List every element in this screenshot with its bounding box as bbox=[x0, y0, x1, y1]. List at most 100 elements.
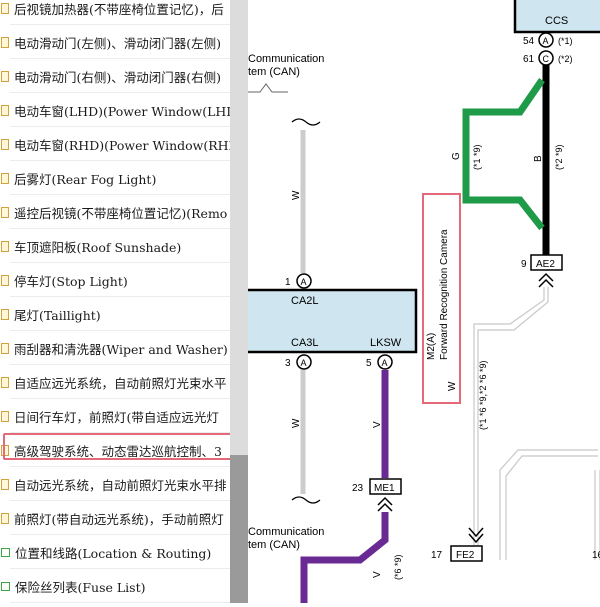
tree-item[interactable]: 遥控后视镜(不带座椅位置记忆)(Remo bbox=[0, 195, 230, 229]
tree-item-label: 车顶遮阳板(Roof Sunshade) bbox=[14, 239, 182, 255]
lksw-label: LKSW bbox=[370, 337, 402, 349]
tree-item-label: 电动车窗(LHD)(Power Window(LHD)) bbox=[14, 103, 230, 119]
ae2-label: AE2 bbox=[536, 259, 555, 270]
folder-icon bbox=[1, 547, 10, 557]
note-6-9-label: (*6 *9) bbox=[393, 554, 403, 580]
faint-wire-routing bbox=[473, 287, 549, 545]
document-icon bbox=[1, 342, 9, 354]
me1-arrow bbox=[377, 496, 393, 512]
tree-item[interactable]: 尾灯(Taillight) bbox=[0, 297, 230, 331]
row-divider bbox=[10, 92, 230, 93]
can-label-top-2: tem (CAN) bbox=[248, 66, 300, 78]
document-icon bbox=[1, 274, 9, 286]
row-divider bbox=[10, 126, 230, 127]
tree-item-label: 自动远光系统，自动前照灯光束水平排 bbox=[14, 477, 227, 493]
tree-item-label: 保险丝列表(Fuse List) bbox=[15, 579, 146, 595]
pin-5-circle bbox=[377, 354, 393, 370]
document-icon bbox=[1, 410, 9, 422]
vertical-scrollbar-track[interactable] bbox=[230, 0, 248, 603]
camera-connector-code: M2(A) bbox=[426, 333, 437, 360]
pin-1-letter: A bbox=[301, 277, 307, 287]
document-icon bbox=[1, 478, 9, 490]
document-icon bbox=[1, 206, 9, 218]
row-divider bbox=[10, 160, 230, 161]
camera-name: Forward Recognition Camera bbox=[439, 229, 450, 360]
tree-item-label: 前照灯(带自动远光系统)，手动前照灯 bbox=[14, 511, 224, 527]
tree-item[interactable]: 日间行车灯，前照灯(带自适应远光灯 bbox=[0, 399, 230, 433]
wiring-diagram-canvas: CCS 54 A (*1) 61 C (*2) B (*2 *9) G (*1 … bbox=[242, 0, 600, 603]
tree-item[interactable]: 保险丝列表(Fuse List) bbox=[0, 569, 230, 603]
wire-g-label: G bbox=[451, 152, 462, 160]
tree-item-label: 电动滑动门(右侧)、滑动闭门器(右侧) bbox=[14, 69, 222, 85]
wire-b-label: B bbox=[533, 155, 544, 162]
ae2-arrow bbox=[538, 272, 554, 288]
faint-wire-edge bbox=[594, 470, 600, 560]
pin-5-letter: A bbox=[382, 358, 388, 368]
faint-wire-right bbox=[499, 449, 598, 560]
pin-a-circle bbox=[538, 32, 554, 48]
tree-item[interactable]: 电动车窗(RHD)(Power Window(RHD)) bbox=[0, 127, 230, 161]
pin-16-label: 16 bbox=[592, 550, 600, 561]
row-divider bbox=[10, 398, 230, 399]
scrollbar-thumb[interactable] bbox=[230, 455, 248, 603]
pin-1-circle bbox=[296, 273, 312, 289]
tree-item[interactable]: 自适应远光系统，自动前照灯光束水平 bbox=[0, 365, 230, 399]
pin-3-letter: A bbox=[301, 358, 307, 368]
row-divider bbox=[10, 432, 230, 433]
selected-item-highlight bbox=[3, 433, 255, 460]
pin-23-label: 23 bbox=[352, 483, 364, 494]
camera-w-label: W bbox=[447, 381, 458, 391]
me1-connector-box bbox=[369, 478, 402, 495]
tree-item[interactable]: 高级驾驶系统、动态雷达巡航控制、3 bbox=[0, 433, 230, 467]
can-label-bottom-2: tem (CAN) bbox=[248, 539, 300, 551]
wire-w-upper-label: W bbox=[291, 190, 302, 200]
row-divider bbox=[10, 194, 230, 195]
tree-item[interactable]: 后视镜加热器(不带座椅位置记忆)，后 bbox=[0, 0, 230, 25]
note-1-9-label: (*1 *9) bbox=[472, 144, 482, 170]
row-divider bbox=[10, 534, 230, 535]
tree-item[interactable]: 后雾灯(Rear Fog Light) bbox=[0, 161, 230, 195]
tree-item[interactable]: 雨刮器和清洗器(Wiper and Washer) bbox=[0, 331, 230, 365]
wire-v-upper-label: V bbox=[372, 421, 383, 428]
document-icon bbox=[1, 70, 9, 82]
wiring-diagram: CCS 54 A (*1) 61 C (*2) B (*2 *9) G (*1 … bbox=[242, 0, 600, 603]
row-divider bbox=[10, 364, 230, 365]
tree-item-label: 后视镜加热器(不带座椅位置记忆)，后 bbox=[14, 1, 224, 17]
tree-item[interactable]: 前照灯(带自动远光系统)，手动前照灯 bbox=[0, 501, 230, 535]
row-divider bbox=[10, 330, 230, 331]
can-label-bottom-1: Communication bbox=[248, 526, 324, 538]
tree-item[interactable]: 自动远光系统，自动前照灯光束水平排 bbox=[0, 467, 230, 501]
document-icon bbox=[1, 2, 9, 14]
tree-item-label: 遥控后视镜(不带座椅位置记忆)(Remo bbox=[14, 205, 228, 221]
note-2-9-label: (*2 *9) bbox=[554, 144, 564, 170]
camera-label-box bbox=[422, 193, 461, 404]
wire-break-tilde-lower bbox=[291, 496, 321, 504]
tree-item-label: 高级驾驶系统、动态雷达巡航控制、3 bbox=[14, 443, 222, 459]
tree-item[interactable]: 电动滑动门(右侧)、滑动闭门器(右侧) bbox=[0, 59, 230, 93]
tree-item[interactable]: 停车灯(Stop Light) bbox=[0, 263, 230, 297]
tree-item[interactable]: 电动滑动门(左侧)、滑动闭门器(左侧) bbox=[0, 25, 230, 59]
wire-break-tilde bbox=[291, 118, 321, 126]
tree-item-label: 电动车窗(RHD)(Power Window(RHD)) bbox=[14, 137, 230, 153]
document-icon bbox=[1, 444, 9, 456]
ccs-label: CCS bbox=[545, 15, 568, 27]
green-wire-g bbox=[462, 78, 545, 231]
document-icon bbox=[1, 138, 9, 150]
tree-item-label: 雨刮器和清洗器(Wiper and Washer) bbox=[14, 341, 228, 357]
document-icon bbox=[1, 308, 9, 320]
ca3l-label: CA3L bbox=[291, 337, 319, 349]
document-icon bbox=[1, 240, 9, 252]
can-label-top-1: Communication bbox=[248, 53, 324, 65]
document-icon bbox=[1, 36, 9, 48]
can-line-top bbox=[248, 83, 288, 93]
pin-61-label: 61 bbox=[523, 54, 535, 65]
row-divider bbox=[10, 228, 230, 229]
tree-item[interactable]: 车顶遮阳板(Roof Sunshade) bbox=[0, 229, 230, 263]
document-icon bbox=[1, 512, 9, 524]
pin-1-label: 1 bbox=[285, 277, 291, 288]
tree-item[interactable]: 位置和线路(Location & Routing) bbox=[0, 535, 230, 569]
tree-item[interactable]: 电动车窗(LHD)(Power Window(LHD)) bbox=[0, 93, 230, 127]
row-divider bbox=[10, 568, 230, 569]
tree-item-label: 电动滑动门(左侧)、滑动闭门器(左侧) bbox=[14, 35, 222, 51]
pin-9-label: 9 bbox=[521, 259, 527, 270]
